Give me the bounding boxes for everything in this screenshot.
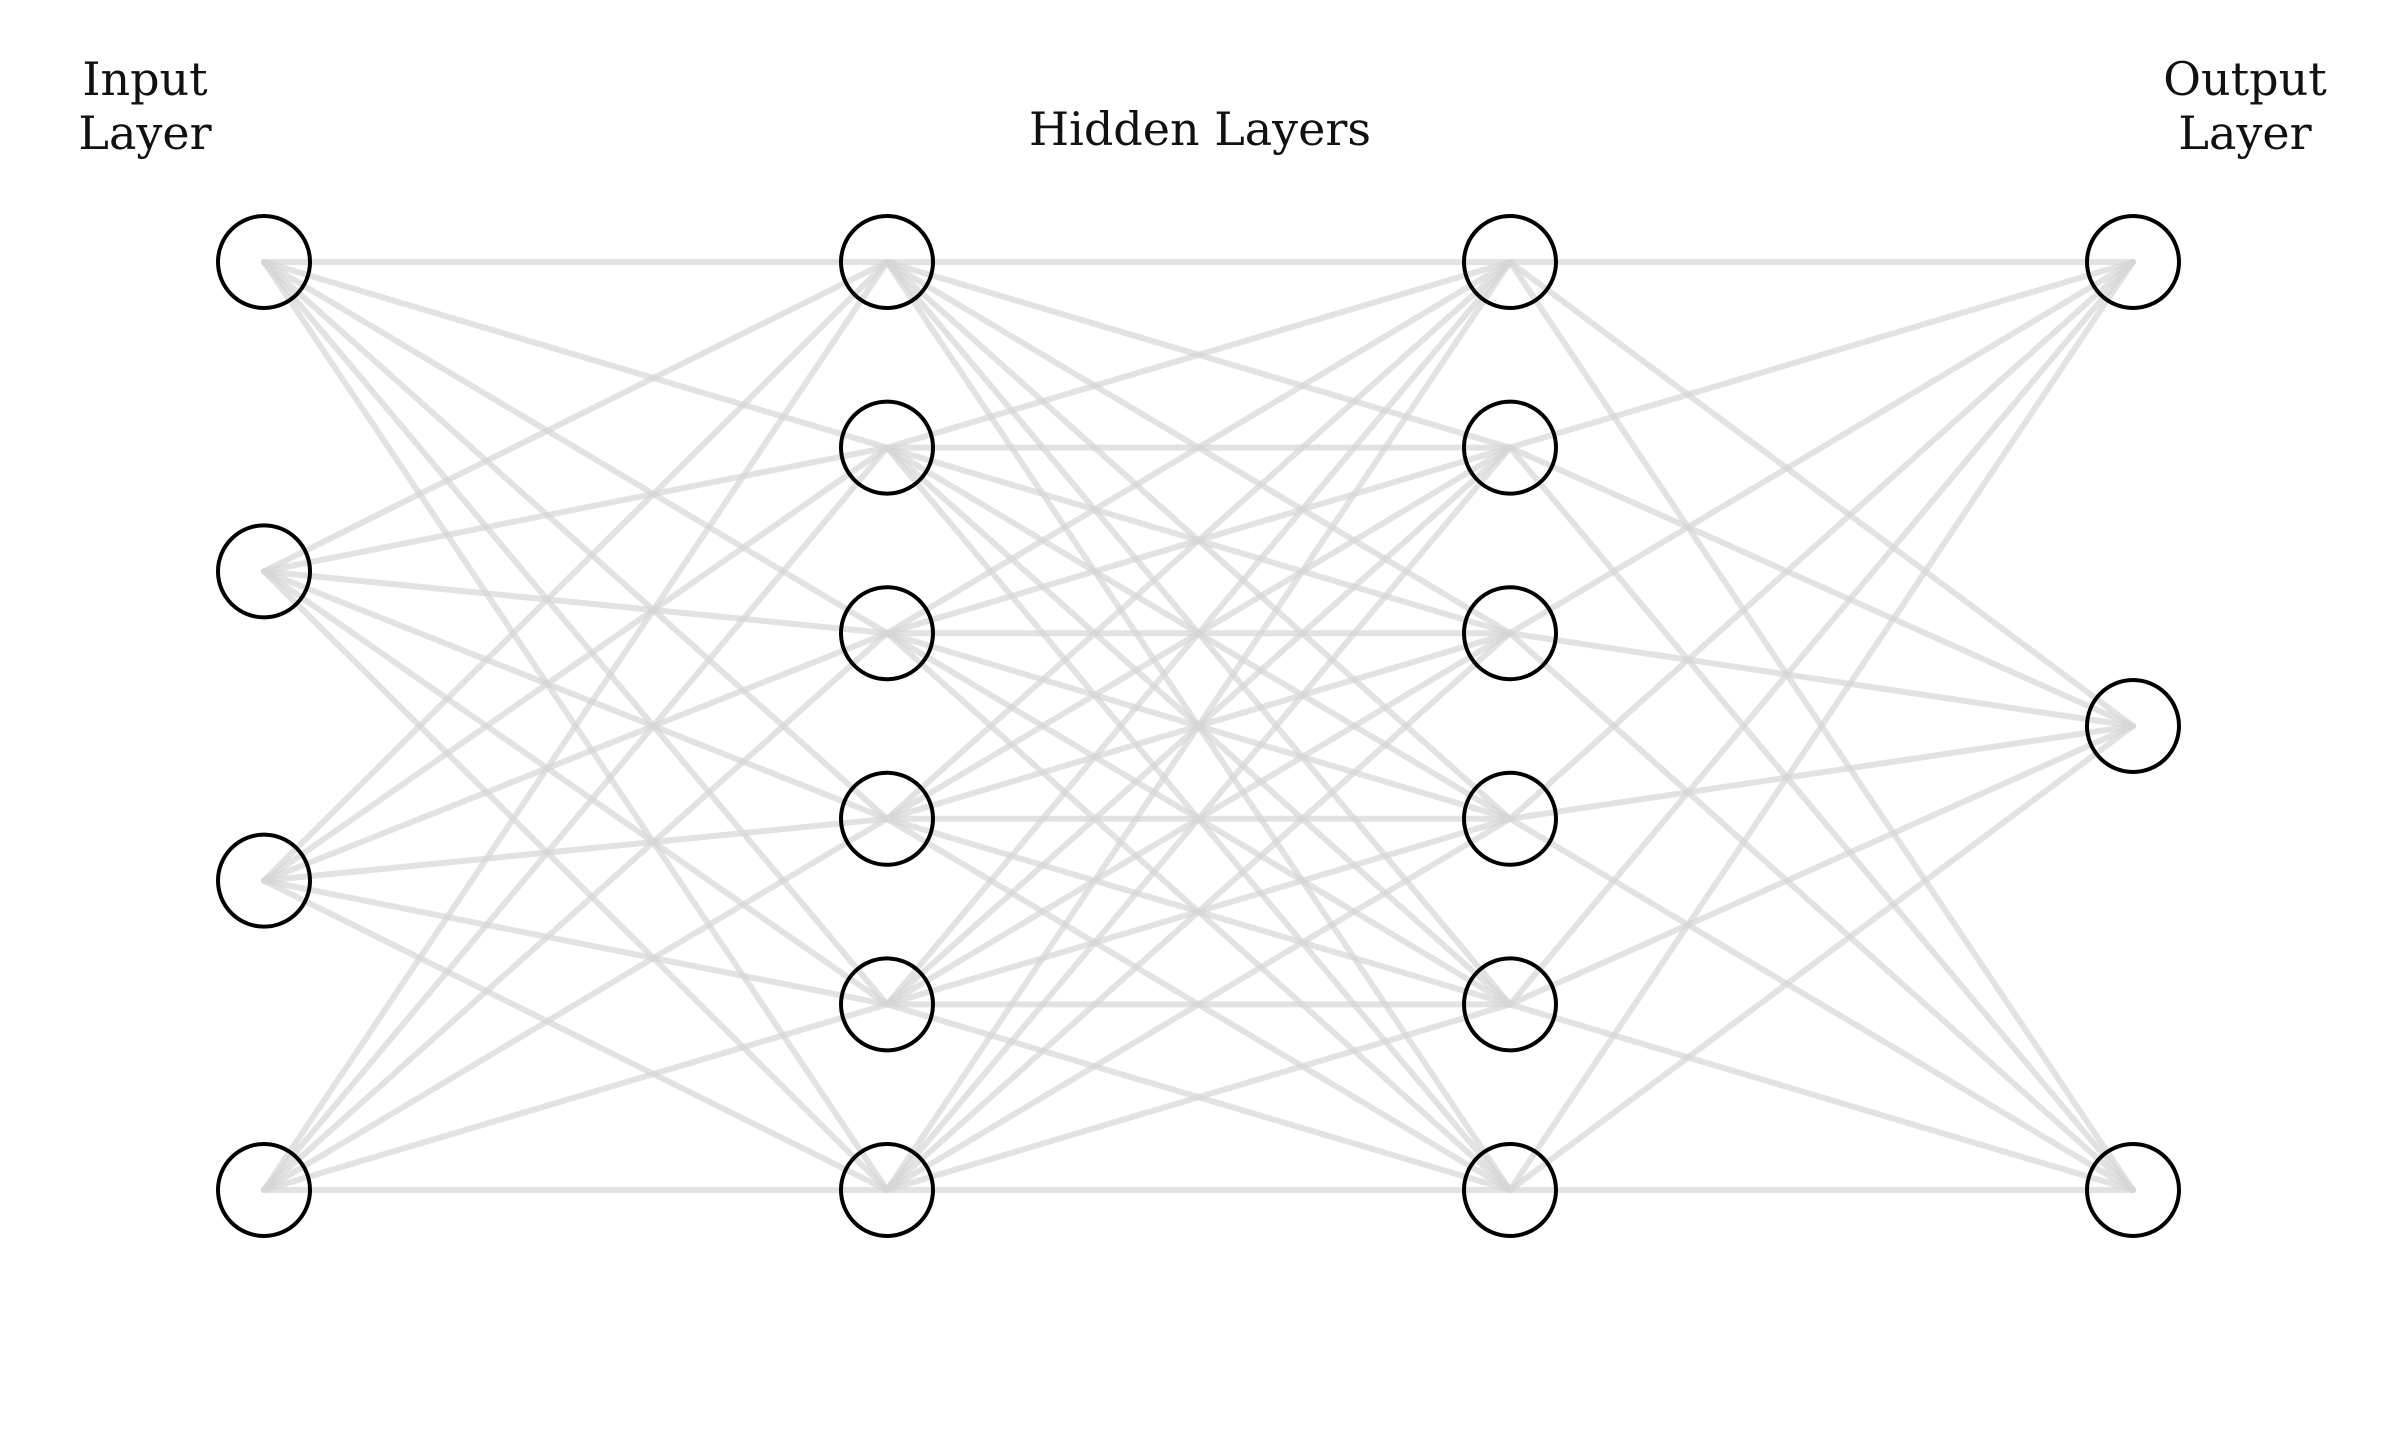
connection-input-2-to-hidden-1-1 [261,259,890,575]
connection-hidden-1-3-to-hidden-2-1 [884,259,1513,637]
neurons [216,214,2181,1238]
connection-hidden-2-5-to-output-1 [1507,259,2136,1008]
input-neuron-2 [216,523,312,620]
hidden-2-neuron-3 [1462,585,1558,682]
connection-hidden-1-6-to-hidden-2-5 [884,1001,1513,1193]
connection-hidden-2-4-to-output-2 [1507,723,2136,822]
connection-input-2-to-hidden-1-3 [261,568,890,637]
connection-input-3-to-hidden-1-2 [261,444,890,884]
output-neuron-2 [2085,678,2181,774]
connection-hidden-2-1-to-output-2 [1507,259,2136,729]
hidden-layers-label: Hidden Layers [1029,102,1371,156]
connection-hidden-2-6-to-output-2 [1507,723,2136,1193]
output-neuron-3 [2085,1142,2181,1238]
connection-hidden-2-2-to-output-2 [1507,444,2136,729]
hidden-2-neuron-6 [1462,1142,1558,1238]
connection-input-3-to-hidden-1-3 [261,630,890,884]
connection-input-3-to-hidden-1-1 [261,259,890,884]
connection-input-4-to-hidden-1-2 [261,444,890,1193]
hidden-1-neuron-5 [839,956,935,1053]
connection-hidden-1-4-to-hidden-2-1 [884,259,1513,822]
hidden-2-neuron-1 [1462,214,1558,310]
connection-input-4-to-hidden-1-4 [261,815,890,1193]
connection-input-2-to-hidden-1-5 [261,568,890,1008]
connection-hidden-2-3-to-output-2 [1507,630,2136,729]
connections [261,259,2136,1193]
connection-hidden-2-6-to-output-1 [1507,259,2136,1193]
connection-hidden-1-5-to-hidden-2-1 [884,259,1513,1008]
connection-input-3-to-hidden-1-4 [261,815,890,884]
connection-hidden-2-2-to-output-3 [1507,444,2136,1193]
connection-hidden-2-5-to-output-2 [1507,723,2136,1008]
hidden-1-neuron-4 [839,770,935,867]
connection-hidden-1-6-to-hidden-2-1 [884,259,1513,1193]
connection-input-3-to-hidden-1-5 [261,877,890,1008]
connection-hidden-1-2-to-hidden-2-1 [884,259,1513,451]
input-layer-label-line-1: Input [82,52,208,106]
connection-input-4-to-hidden-1-1 [261,259,890,1193]
hidden-1-neuron-1 [839,214,935,310]
output-neuron-1 [2085,214,2181,310]
hidden-2-neuron-4 [1462,770,1558,867]
input-neuron-3 [216,832,312,929]
connection-input-4-to-hidden-1-3 [261,630,890,1193]
output-layer-label-line-2: Layer [2178,106,2312,160]
input-neuron-4 [216,1142,312,1238]
connection-hidden-2-3-to-output-1 [1507,259,2136,637]
input-layer-label: Input Layer [45,52,245,160]
connection-hidden-2-2-to-output-1 [1507,259,2136,451]
connection-input-1-to-hidden-1-4 [261,259,890,822]
connection-input-2-to-hidden-1-4 [261,568,890,822]
hidden-1-neuron-2 [839,399,935,496]
connection-input-1-to-hidden-1-3 [261,259,890,637]
connection-input-2-to-hidden-1-6 [261,568,890,1193]
connection-input-2-to-hidden-1-2 [261,444,890,575]
hidden-1-neuron-3 [839,585,935,682]
output-layer-label-line-1: Output [2163,52,2327,106]
hidden-2-neuron-5 [1462,956,1558,1053]
connection-hidden-1-6-to-hidden-2-3 [884,630,1513,1193]
hidden-1-neuron-6 [839,1142,935,1238]
output-layer-label: Output Layer [2145,52,2345,160]
connection-hidden-2-3-to-output-3 [1507,630,2136,1193]
input-layer-label-line-2: Layer [78,106,212,160]
input-neuron-1 [216,214,312,310]
connection-hidden-1-6-to-hidden-2-4 [884,815,1513,1193]
connection-hidden-2-5-to-output-3 [1507,1001,2136,1193]
hidden-2-neuron-2 [1462,399,1558,496]
connection-hidden-1-6-to-hidden-2-2 [884,444,1513,1193]
connection-hidden-2-4-to-output-1 [1507,259,2136,822]
connection-input-3-to-hidden-1-6 [261,877,890,1193]
connection-input-4-to-hidden-1-5 [261,1001,890,1193]
connection-hidden-2-4-to-output-3 [1507,815,2136,1193]
